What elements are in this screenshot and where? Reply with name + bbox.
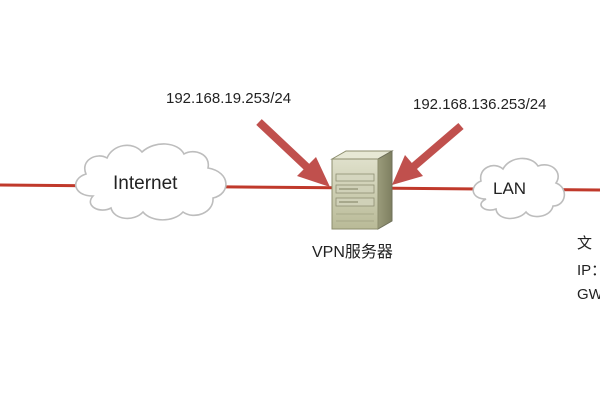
arrow-icon bbox=[256, 119, 330, 187]
lan-label: LAN bbox=[493, 179, 527, 198]
server-label: VPN服务器 bbox=[312, 244, 393, 261]
partial-text-line-3: GW bbox=[577, 286, 600, 303]
partial-text-line-2: IP： bbox=[577, 262, 600, 279]
partial-text-line-1: 文 bbox=[577, 235, 593, 252]
cloud-icon bbox=[75, 143, 227, 221]
server-icon bbox=[330, 150, 394, 230]
vpn-ip-label: 192.168.19.253/24 bbox=[166, 90, 292, 107]
internet-label: Internet bbox=[113, 173, 178, 194]
arrow-icon bbox=[392, 122, 464, 185]
cloud-icon bbox=[472, 157, 566, 220]
lan-ip-label: 192.168.136.253/24 bbox=[413, 96, 547, 113]
